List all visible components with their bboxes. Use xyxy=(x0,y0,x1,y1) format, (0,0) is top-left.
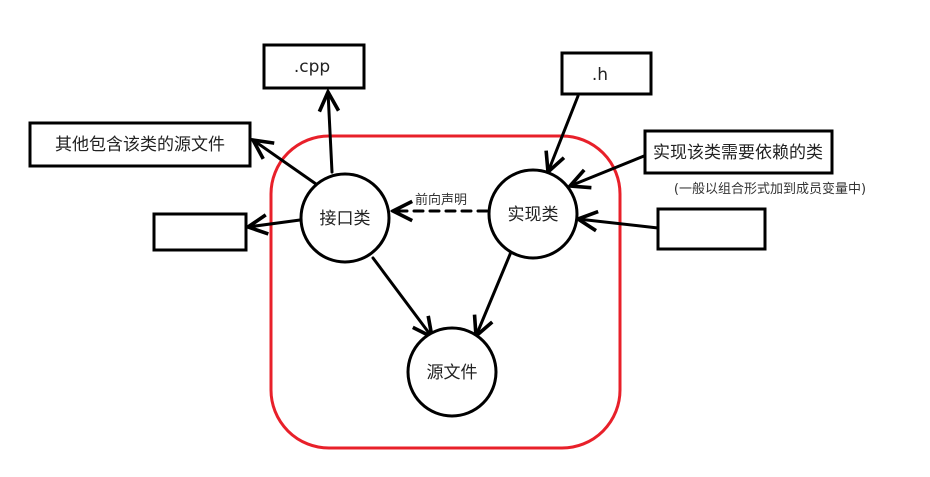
edge-deps-to-impl xyxy=(570,154,646,186)
node-deps-label: 实现该类需要依赖的类 xyxy=(653,143,823,163)
edge-interface-to-other-sources xyxy=(253,140,318,186)
node-interface[interactable]: 接口类 xyxy=(299,172,391,264)
node-h[interactable]: .h xyxy=(560,51,653,96)
node-other-sources[interactable]: 其他包含该类的源文件 xyxy=(28,121,252,168)
node-empty-left[interactable] xyxy=(152,212,248,252)
node-other-sources-label: 其他包含该类的源文件 xyxy=(55,135,225,155)
edge-impl-to-source xyxy=(476,250,513,336)
node-interface-label: 接口类 xyxy=(320,209,371,229)
node-h-label: .h xyxy=(592,65,608,85)
node-cpp[interactable]: .cpp xyxy=(262,43,366,90)
node-impl[interactable]: 实现类 xyxy=(487,168,579,260)
module-boundary xyxy=(269,134,622,450)
edge-interface-to-cpp xyxy=(328,92,332,174)
node-impl-label: 实现类 xyxy=(508,205,559,225)
node-source[interactable]: 源文件 xyxy=(406,326,498,418)
edge-interface-to-source xyxy=(371,256,432,337)
node-cpp-label: .cpp xyxy=(294,57,330,77)
edge-interface-to-empty-left xyxy=(248,220,302,227)
edges xyxy=(248,92,660,337)
node-empty-right[interactable] xyxy=(656,207,767,251)
edge-label-forward-declaration: 前向声明 xyxy=(415,192,467,208)
deps-note: (一般以组合形式加到成员变量中) xyxy=(674,181,866,197)
node-deps[interactable]: 实现该类需要依赖的类 xyxy=(643,129,834,175)
edge-empty-right-to-impl xyxy=(578,219,660,228)
node-source-label: 源文件 xyxy=(427,363,478,383)
edge-h-to-impl xyxy=(548,94,580,172)
